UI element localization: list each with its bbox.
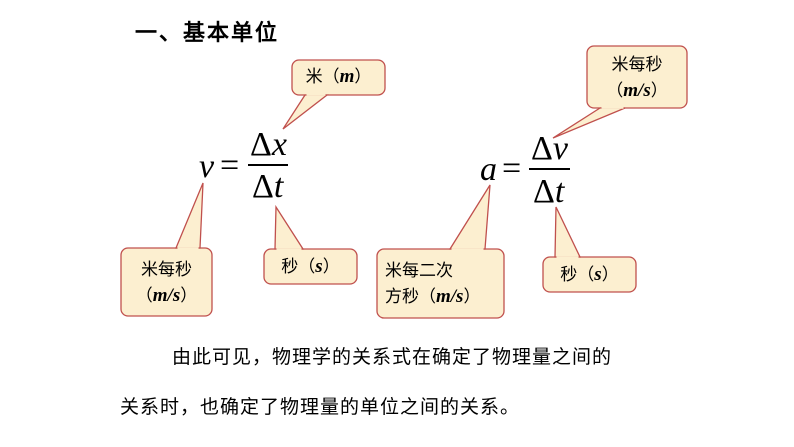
- callout-v-unit: 米每秒（m/s）: [135, 260, 198, 306]
- formula-a-denominator: Δt: [533, 173, 565, 210]
- callout-x-unit-shape: [282, 59, 386, 130]
- callout-dv-unit: 米每秒（m/s）: [606, 55, 668, 101]
- formula-v-equals: =: [220, 147, 240, 184]
- callout-t-unit-2-shape: [542, 206, 637, 293]
- callout-dv-unit-shape: [552, 45, 688, 139]
- formula-a-fraction-bar: [529, 168, 570, 170]
- callout-v-unit-shape: [120, 182, 213, 317]
- callout-t-unit-2: 秒（s）: [560, 264, 619, 285]
- callout-t-unit: 秒（s）: [281, 256, 340, 277]
- formula-v-fraction-bar: [248, 164, 288, 166]
- conclusion-line-2: 关系时，也确定了物理量的单位之间的关系。: [120, 396, 521, 418]
- formula-v-lhs: v: [199, 148, 215, 185]
- formula-v-denominator: Δt: [252, 168, 284, 205]
- callout-x-unit: 米（m）: [305, 66, 372, 87]
- callout-a-unit-shape: [376, 184, 505, 319]
- formula-a-lhs: a: [480, 151, 497, 188]
- formula-a-numerator: Δv: [531, 130, 568, 167]
- section-title: 一、基本单位: [135, 21, 280, 46]
- callout-t-unit-shape: [263, 204, 358, 285]
- formula-a-equals: =: [502, 150, 522, 187]
- formula-v-numerator: Δx: [250, 126, 287, 163]
- callout-a-unit: 米每二次方秒（m/s）: [385, 261, 481, 307]
- conclusion-line-1: 由此可见，物理学的关系式在确定了物理量之间的: [172, 346, 613, 368]
